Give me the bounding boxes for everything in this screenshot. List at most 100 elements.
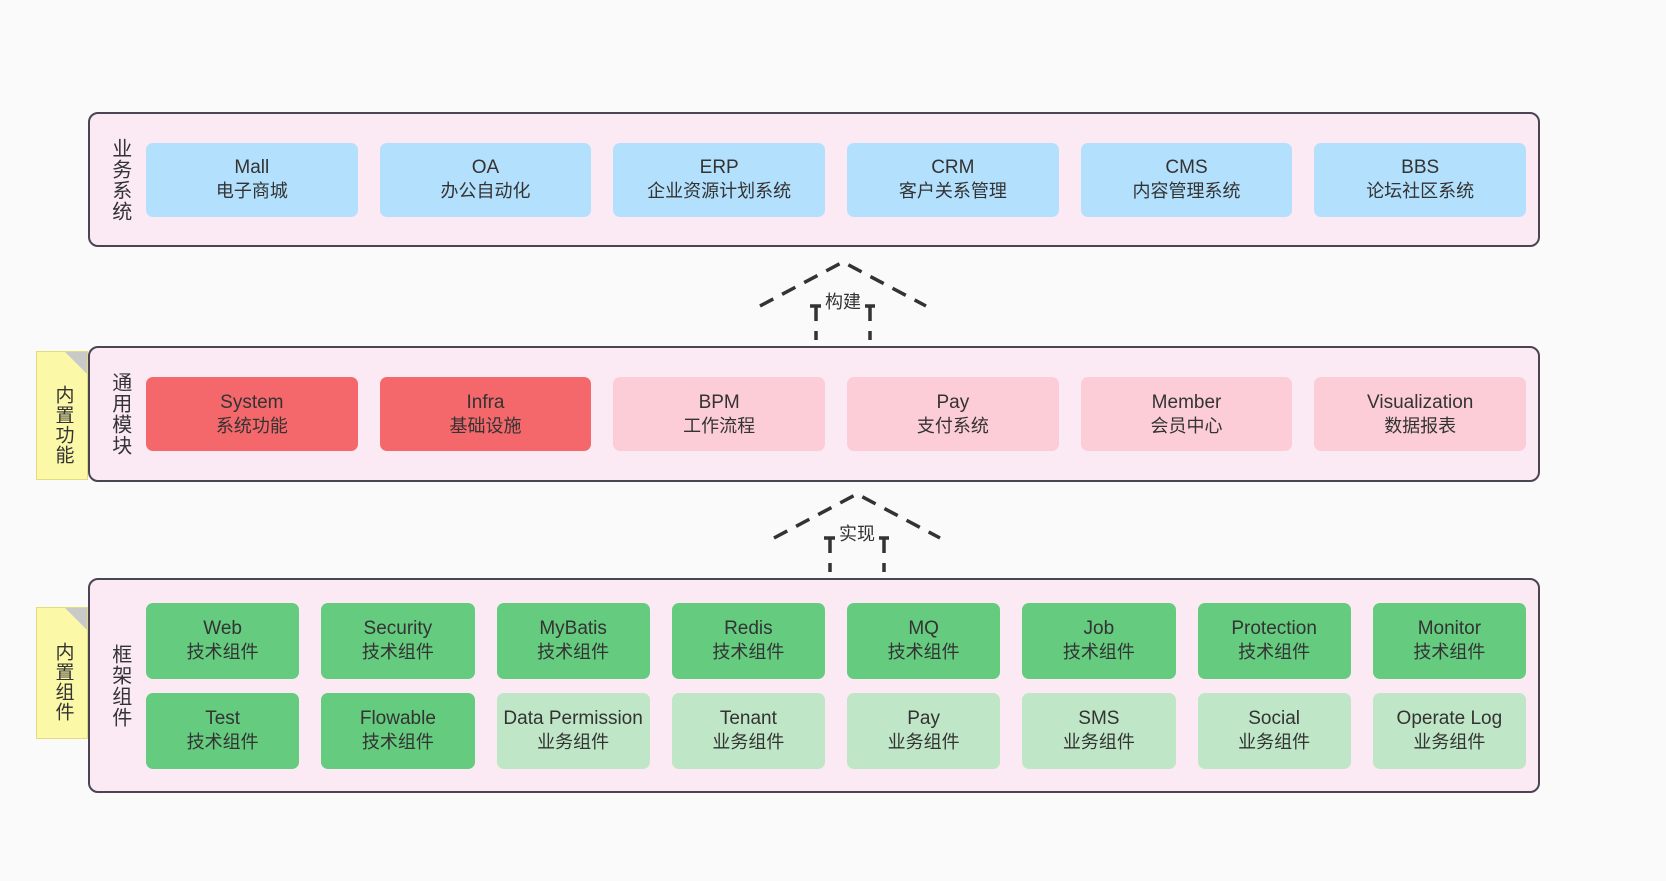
card-title: Pay — [907, 708, 940, 730]
layer-business-system: 业务系统 Mall 电子商城 OA 办公自动化 ERP 企业资源计划系统 CRM… — [88, 112, 1540, 247]
card-title: Web — [203, 618, 242, 640]
card-protection[interactable]: Protection 技术组件 — [1197, 602, 1351, 679]
card-title: Visualization — [1367, 391, 1474, 413]
card-subtitle: 技术组件 — [186, 732, 259, 753]
card-subtitle: 技术组件 — [1062, 642, 1135, 663]
card-title: BPM — [698, 391, 740, 413]
card-subtitle: 技术组件 — [712, 642, 785, 663]
card-subtitle: 技术组件 — [186, 642, 259, 663]
card-subtitle: 工作流程 — [683, 415, 756, 436]
card-visualization[interactable]: Visualization 数据报表 — [1314, 377, 1527, 451]
card-subtitle: 会员中心 — [1150, 415, 1223, 436]
card-data-permission[interactable]: Data Permission 业务组件 — [496, 692, 650, 769]
card-title: Mall — [234, 157, 270, 179]
card-subtitle: 系统功能 — [215, 415, 288, 436]
layer-title-framework: 框架组件 — [108, 643, 131, 728]
card-tenant[interactable]: Tenant 业务组件 — [671, 692, 825, 769]
card-title: SMS — [1078, 708, 1120, 730]
card-security[interactable]: Security 技术组件 — [321, 602, 475, 679]
card-infra[interactable]: Infra 基础设施 — [379, 377, 592, 451]
card-crm[interactable]: CRM 客户关系管理 — [847, 142, 1059, 217]
card-title: Operate Log — [1396, 708, 1503, 730]
card-cms[interactable]: CMS 内容管理系统 — [1080, 142, 1293, 217]
card-title: Security — [363, 618, 433, 640]
card-title: CRM — [931, 157, 975, 179]
sticky-note-builtin-features: 内置功能 — [36, 351, 88, 480]
layer-title-business: 业务系统 — [108, 137, 131, 222]
layer-body-business: Mall 电子商城 OA 办公自动化 ERP 企业资源计划系统 CRM 客户关系… — [136, 124, 1527, 235]
connector-implement: 实现 — [772, 490, 942, 572]
card-title: MyBatis — [539, 618, 607, 640]
card-title: MQ — [908, 618, 939, 640]
card-pay[interactable]: Pay 支付系统 — [847, 377, 1059, 451]
card-title: Tenant — [719, 708, 777, 730]
card-mq[interactable]: MQ 技术组件 — [847, 602, 1001, 679]
card-subtitle: 客户关系管理 — [898, 181, 1007, 202]
card-title: Data Permission — [503, 708, 643, 730]
card-title: Flowable — [359, 708, 436, 730]
card-subtitle: 技术组件 — [1238, 642, 1311, 663]
card-mybatis[interactable]: MyBatis 技术组件 — [496, 602, 650, 679]
card-operate-log[interactable]: Operate Log 业务组件 — [1372, 692, 1526, 769]
card-oa[interactable]: OA 办公自动化 — [379, 142, 592, 217]
card-title: ERP — [699, 157, 739, 179]
card-title: Protection — [1231, 618, 1317, 640]
card-bbs[interactable]: BBS 论坛社区系统 — [1314, 142, 1527, 217]
card-title: Member — [1151, 391, 1222, 413]
folded-corner-icon — [65, 608, 87, 630]
card-title: BBS — [1401, 157, 1440, 179]
card-redis[interactable]: Redis 技术组件 — [671, 602, 825, 679]
card-title: Pay — [936, 391, 970, 413]
connector-label-implement: 实现 — [835, 520, 879, 546]
card-row: Mall 电子商城 OA 办公自动化 ERP 企业资源计划系统 CRM 客户关系… — [146, 142, 1527, 217]
card-flowable[interactable]: Flowable 技术组件 — [321, 692, 475, 769]
card-title: Infra — [466, 391, 505, 413]
layer-common-modules: 通用模块 System 系统功能 Infra 基础设施 BPM 工作流程 Pay… — [88, 346, 1540, 482]
card-row-business: Test 技术组件 Flowable 技术组件 Data Permission … — [146, 692, 1526, 769]
card-subtitle: 技术组件 — [887, 642, 960, 663]
card-title: Social — [1248, 708, 1300, 730]
card-subtitle: 技术组件 — [537, 642, 610, 663]
card-subtitle: 内容管理系统 — [1132, 181, 1241, 202]
card-subtitle: 业务组件 — [712, 732, 785, 753]
connector-build: 构建 — [758, 258, 928, 340]
card-title: OA — [471, 157, 500, 179]
layer-title-modules: 通用模块 — [108, 372, 131, 456]
card-subtitle: 技术组件 — [1413, 642, 1486, 663]
card-member[interactable]: Member 会员中心 — [1080, 377, 1293, 451]
card-mall[interactable]: Mall 电子商城 — [146, 142, 358, 217]
card-subtitle: 技术组件 — [361, 642, 434, 663]
card-system[interactable]: System 系统功能 — [146, 377, 358, 451]
card-title: Monitor — [1417, 618, 1482, 640]
card-subtitle: 企业资源计划系统 — [647, 181, 792, 202]
layer-body-modules: System 系统功能 Infra 基础设施 BPM 工作流程 Pay 支付系统… — [136, 358, 1527, 470]
card-subtitle: 电子商城 — [215, 181, 288, 202]
card-title: Test — [205, 708, 241, 730]
card-subtitle: 论坛社区系统 — [1366, 181, 1475, 202]
card-erp[interactable]: ERP 企业资源计划系统 — [613, 142, 826, 217]
card-subtitle: 业务组件 — [1238, 732, 1311, 753]
card-bpm[interactable]: BPM 工作流程 — [613, 377, 826, 451]
folded-corner-icon — [65, 352, 87, 374]
card-title: CMS — [1165, 157, 1208, 179]
card-row: System 系统功能 Infra 基础设施 BPM 工作流程 Pay 支付系统… — [146, 377, 1527, 451]
card-monitor[interactable]: Monitor 技术组件 — [1372, 602, 1526, 679]
card-row-tech: Web 技术组件 Security 技术组件 MyBatis 技术组件 Redi… — [146, 602, 1526, 679]
card-subtitle: 业务组件 — [537, 732, 610, 753]
layer-framework-components: 框架组件 Web 技术组件 Security 技术组件 MyBatis 技术组件… — [88, 578, 1540, 793]
card-subtitle: 技术组件 — [361, 732, 434, 753]
card-subtitle: 支付系统 — [916, 415, 989, 436]
card-test[interactable]: Test 技术组件 — [146, 692, 300, 769]
card-web[interactable]: Web 技术组件 — [146, 602, 300, 679]
card-subtitle: 办公自动化 — [440, 181, 531, 202]
sticky-label: 内置功能 — [52, 384, 74, 465]
sticky-label: 内置组件 — [52, 642, 74, 722]
card-pay-business[interactable]: Pay 业务组件 — [847, 692, 1001, 769]
card-social[interactable]: Social 业务组件 — [1197, 692, 1351, 769]
layer-body-framework: Web 技术组件 Security 技术组件 MyBatis 技术组件 Redi… — [136, 590, 1526, 781]
card-subtitle: 业务组件 — [887, 732, 960, 753]
card-title: System — [220, 391, 284, 413]
card-sms[interactable]: SMS 业务组件 — [1022, 692, 1176, 769]
card-job[interactable]: Job 技术组件 — [1022, 602, 1176, 679]
